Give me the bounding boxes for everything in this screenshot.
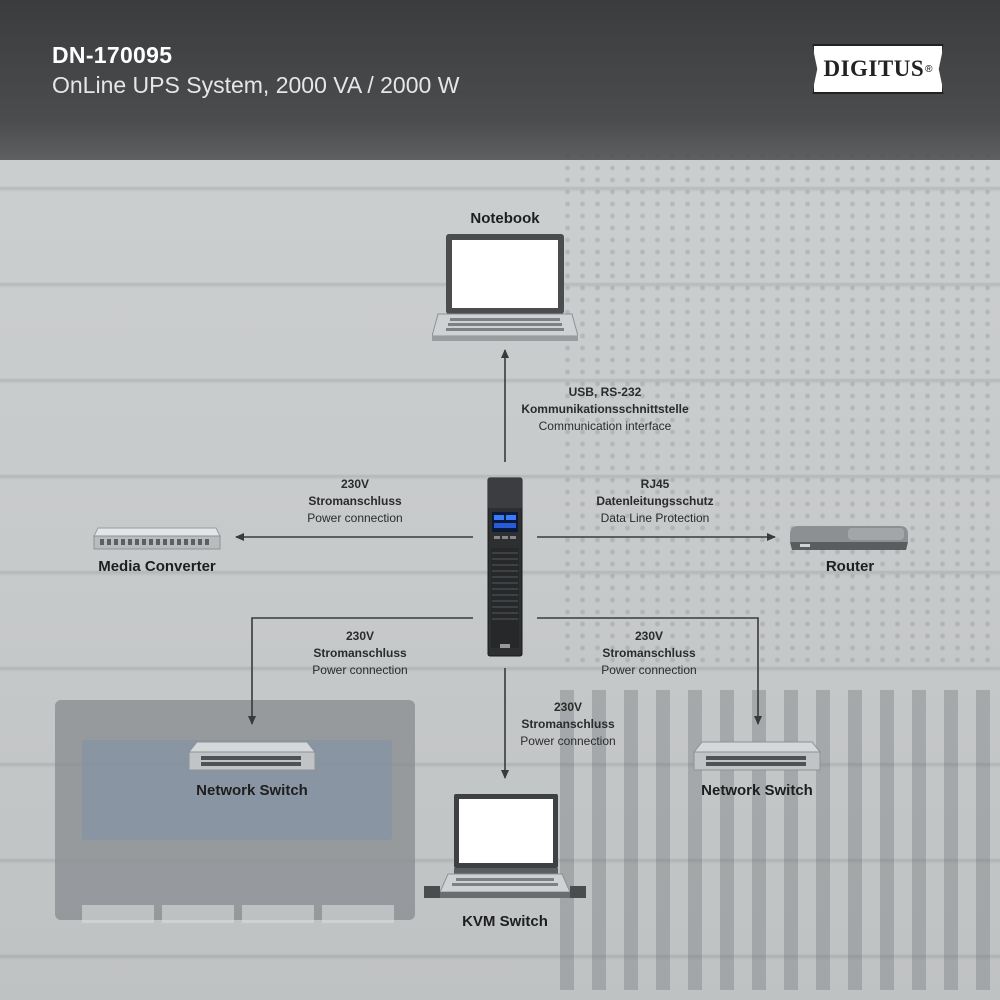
link-router-line2: Datenleitungsschutz (596, 494, 714, 508)
header-bar: DN-170095 OnLine UPS System, 2000 VA / 2… (0, 0, 1000, 160)
link-kvm-line1: 230V (553, 700, 583, 714)
link-label-switch-left: 230V Stromanschluss Power connection (275, 628, 445, 679)
kvm-switch-label: KVM Switch (462, 913, 548, 930)
link-kvm-line3: Power connection (520, 734, 616, 748)
link-switch-right-line2: Stromanschluss (602, 646, 696, 660)
media-converter-icon (93, 527, 221, 550)
notebook-label: Notebook (470, 210, 540, 227)
arrow-to-switch-right (537, 617, 762, 725)
logo-text: DIGITUS (823, 56, 925, 81)
link-router-line1: RJ45 (640, 477, 670, 491)
media-converter-label: Media Converter (98, 558, 216, 575)
link-switch-right-line3: Power connection (601, 663, 697, 677)
link-label-media-converter: 230V Stromanschluss Power connection (270, 476, 440, 527)
ups-device (480, 476, 530, 660)
link-switch-left-line3: Power connection (312, 663, 408, 677)
router-label: Router (825, 558, 875, 575)
link-notebook-line2: Kommunikationsschnittstelle (521, 402, 689, 416)
notebook-icon (431, 234, 579, 341)
digitus-logo: DIGITUS® (812, 44, 944, 94)
background-keys (82, 905, 402, 923)
network-switch-left-icon (187, 741, 317, 771)
link-switch-right-line1: 230V (634, 629, 664, 643)
link-label-kvm: 230V Stromanschluss Power connection (483, 699, 653, 750)
background-grid (560, 150, 1000, 670)
link-label-router: RJ45 Datenleitungsschutz Data Line Prote… (570, 476, 740, 527)
network-switch-right-label: Network Switch (701, 782, 813, 799)
link-media-line3: Power connection (307, 511, 403, 525)
router-device (788, 524, 910, 554)
link-kvm-line2: Stromanschluss (521, 717, 615, 731)
model-number: DN-170095 (52, 42, 173, 68)
link-label-switch-right: 230V Stromanschluss Power connection (564, 628, 734, 679)
link-media-line1: 230V (340, 477, 370, 491)
link-notebook-line3: Communication interface (538, 419, 672, 433)
kvm-switch-icon (424, 794, 586, 898)
media-converter-device (92, 526, 222, 552)
kvm-switch-device (424, 792, 586, 906)
network-switch-left-label: Network Switch (196, 782, 308, 799)
network-switch-right-icon (692, 741, 822, 771)
ups-tower-icon (487, 477, 523, 657)
link-switch-left-line1: 230V (345, 629, 375, 643)
link-label-notebook: USB, RS-232 Kommunikationsschnittstelle … (500, 384, 710, 435)
link-notebook-line1: USB, RS-232 (568, 385, 642, 399)
link-switch-left-line2: Stromanschluss (313, 646, 407, 660)
background-vents (560, 690, 1000, 990)
product-subtitle: OnLine UPS System, 2000 VA / 2000 W (52, 72, 460, 98)
arrow-to-switch-left (248, 617, 473, 725)
network-switch-left-device (187, 740, 317, 774)
network-switch-right-device (692, 740, 822, 774)
notebook-device (431, 232, 579, 344)
logo-mark: ® (925, 63, 933, 75)
router-icon (790, 526, 908, 550)
link-media-line2: Stromanschluss (308, 494, 402, 508)
link-router-line3: Data Line Protection (600, 511, 710, 525)
